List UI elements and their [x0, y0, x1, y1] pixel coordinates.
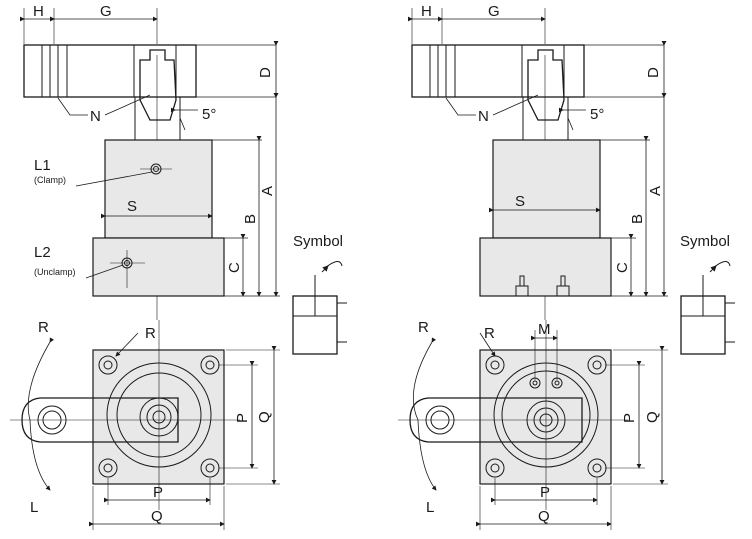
- port-label-l1: L1: [34, 157, 51, 174]
- cylinder-base: [92, 237, 225, 297]
- cylinder-base-right: [479, 237, 612, 297]
- dim-label-q-bottom-right: Q: [538, 508, 550, 525]
- dim-label-p-bottom-right: P: [540, 484, 550, 501]
- dim-label-q-side-right: Q: [644, 411, 661, 423]
- dim-label-a-right: A: [647, 186, 664, 196]
- dim-label-b: B: [242, 214, 259, 224]
- port-label-l2: L2: [34, 244, 51, 261]
- dim-label-p-side-right: P: [621, 413, 638, 423]
- hydraulic-symbol-right: Symbol: [680, 233, 735, 355]
- bolt-hole: [41, 44, 51, 98]
- rotation-label-l-right: L: [426, 499, 434, 516]
- symbol-label-right: Symbol: [680, 233, 730, 250]
- dim-label-c-right: C: [614, 262, 631, 273]
- dim-label-d-right: D: [645, 67, 662, 78]
- dim-label-b-right: B: [629, 214, 646, 224]
- rotation-label-l: L: [30, 499, 38, 516]
- mounting-plate: [23, 44, 197, 98]
- right-side-view: H G D N 5° S A B: [408, 3, 668, 320]
- dim-label-h: H: [33, 3, 44, 20]
- plunger-bore: [133, 44, 177, 98]
- right-plan-view: M R L R P Q P Q: [398, 319, 668, 530]
- dim-label-s-right: S: [515, 193, 525, 210]
- left-side-view: H G D N 5° L1 (Clamp): [20, 3, 280, 320]
- rotation-label-r: R: [38, 319, 49, 336]
- clamp-arm-right: [409, 397, 583, 443]
- dim-label-h-right: H: [421, 3, 432, 20]
- port-note-unclamp: (Unclamp): [34, 267, 76, 277]
- angle-label-right: 5°: [590, 106, 604, 123]
- clamp-plunger: [139, 49, 177, 121]
- clamp-plunger-right: [527, 49, 565, 121]
- dim-label-g-right: G: [488, 3, 500, 20]
- flange-plate: [92, 349, 225, 485]
- dim-label-s: S: [127, 198, 137, 215]
- radius-label-right: R: [484, 325, 495, 342]
- dim-label-d: D: [257, 67, 274, 78]
- dim-label-q-side: Q: [256, 411, 273, 423]
- clamp-arm: [21, 397, 179, 443]
- dim-label-c: C: [226, 262, 243, 273]
- cylinder-upper-body-right: [492, 139, 601, 239]
- dim-label-n-right: N: [478, 108, 489, 125]
- cylinder-upper-body: [104, 139, 213, 239]
- dim-label-g: G: [100, 3, 112, 20]
- rotation-label-r-right: R: [418, 319, 429, 336]
- dim-label-q-bottom: Q: [151, 508, 163, 525]
- hydraulic-symbol-left: Symbol: [292, 233, 347, 355]
- dim-label-a: A: [259, 186, 276, 196]
- dim-label-p-bottom: P: [153, 484, 163, 501]
- dim-label-p-side: P: [234, 413, 251, 423]
- dim-label-n: N: [90, 108, 101, 125]
- dim-label-m: M: [538, 321, 551, 338]
- angle-label: 5°: [202, 106, 216, 123]
- radius-label: R: [145, 325, 156, 342]
- flange-plate-right: [479, 349, 612, 485]
- mounting-plate-right: [411, 44, 585, 98]
- port-note-clamp: (Clamp): [34, 175, 66, 185]
- left-plan-view: R L R P Q P Q: [10, 319, 280, 530]
- symbol-label: Symbol: [293, 233, 343, 250]
